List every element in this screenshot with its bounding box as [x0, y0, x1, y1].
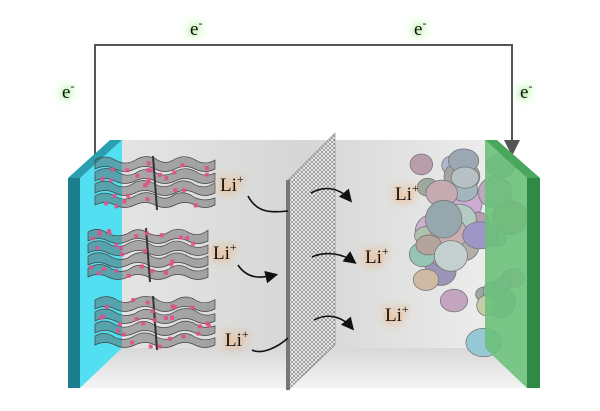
- lithium-ion-label: Li+: [225, 328, 249, 351]
- label-sup: +: [229, 240, 237, 254]
- label-sup: -: [70, 79, 75, 93]
- ion-flow-arrows: [237, 187, 357, 353]
- cathode-particle: [433, 240, 468, 272]
- label-base: Li: [385, 305, 402, 326]
- cathode-particle: [439, 288, 468, 313]
- arrow-ion-4: [310, 187, 353, 203]
- arrow-ion-1: [247, 195, 289, 213]
- label-base: e: [62, 82, 71, 103]
- label-base: e: [520, 82, 529, 103]
- arrow-ion-3: [251, 337, 289, 353]
- anode-stack: [94, 295, 216, 351]
- external-circuit-wire: [94, 44, 520, 158]
- cathode-current-collector: [485, 140, 540, 388]
- label-sup: -: [528, 79, 533, 93]
- anode-stack: [94, 155, 216, 211]
- electron-label: e-: [190, 17, 202, 40]
- label-base: Li: [225, 330, 242, 351]
- electron-label: e-: [520, 80, 532, 103]
- electron-label: e-: [62, 80, 74, 103]
- anode-layered-material: [87, 155, 216, 351]
- lithium-ion-label: Li+: [213, 241, 237, 264]
- label-base: Li: [395, 184, 412, 205]
- lithium-ion-label: Li+: [385, 303, 409, 326]
- lithium-ion-label: Li+: [395, 182, 419, 205]
- arrow-ion-2: [237, 264, 279, 284]
- cathode-particle: [425, 199, 463, 239]
- lithium-ion-label: Li+: [220, 173, 244, 196]
- label-base: e: [414, 19, 423, 40]
- label-sup: +: [411, 181, 419, 195]
- label-sup: -: [422, 16, 427, 30]
- lithium-ion-label: Li+: [365, 245, 389, 268]
- label-sup: +: [401, 302, 409, 316]
- electron-label: e-: [414, 17, 426, 40]
- label-sup: -: [198, 16, 203, 30]
- label-sup: +: [241, 327, 249, 341]
- cathode-particle: [409, 153, 434, 176]
- label-sup: +: [381, 244, 389, 258]
- separator-membrane: [286, 132, 336, 391]
- anode-current-collector: [68, 140, 122, 388]
- cathode-particle: [450, 166, 480, 189]
- arrow-ion-5: [311, 251, 357, 264]
- label-base: Li: [365, 247, 382, 268]
- anode-stack: [87, 227, 209, 283]
- label-sup: +: [236, 172, 244, 186]
- label-base: Li: [213, 243, 230, 264]
- label-base: Li: [220, 175, 237, 196]
- arrow-ion-6: [313, 315, 355, 331]
- cathode-particle: [412, 268, 440, 291]
- label-base: e: [190, 19, 199, 40]
